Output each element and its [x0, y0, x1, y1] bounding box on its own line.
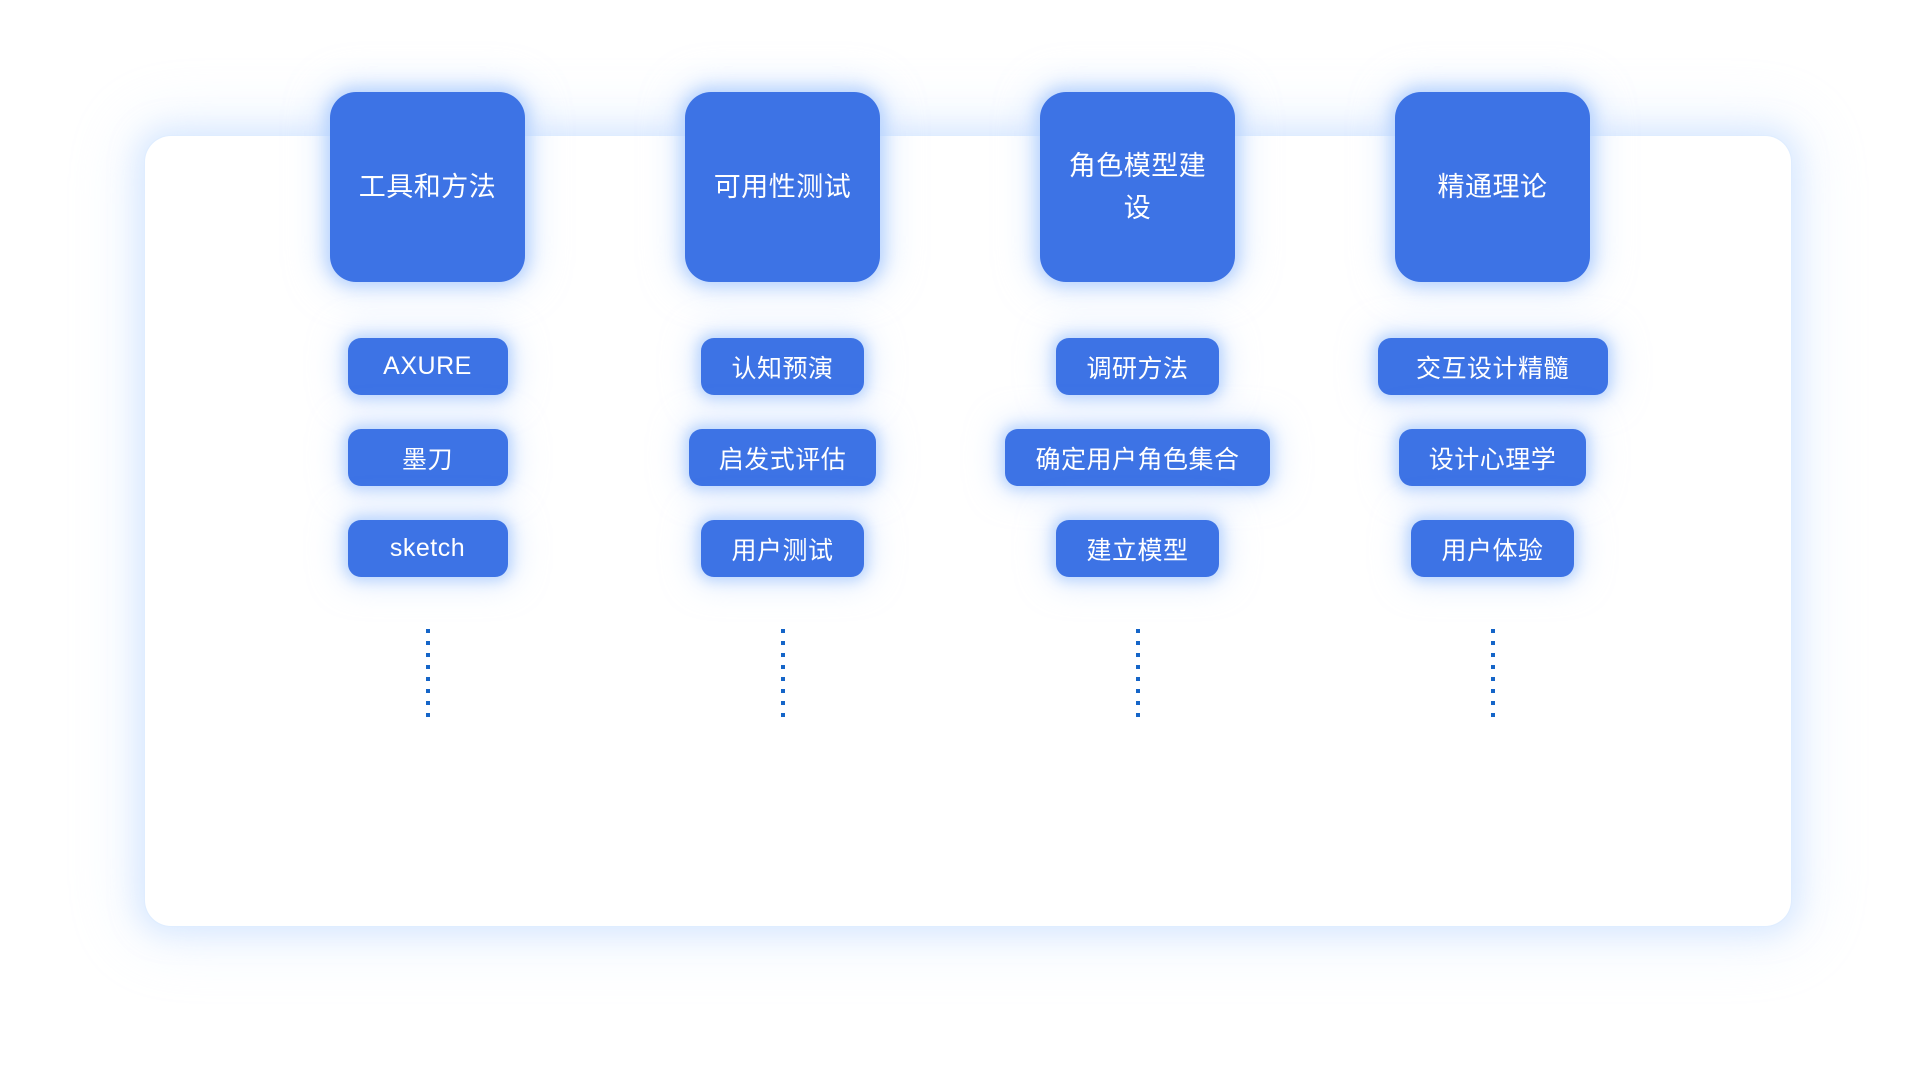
- dot: [1490, 677, 1495, 681]
- dot: [780, 653, 785, 657]
- dot: [425, 629, 430, 633]
- category-column-4: 精通理论 交互设计精髓 设计心理学 用户体验: [1315, 0, 1670, 717]
- list-item[interactable]: AXURE: [347, 338, 508, 395]
- dot: [1490, 713, 1495, 717]
- category-header-card-4[interactable]: 精通理论: [1395, 92, 1590, 282]
- dot: [1135, 677, 1140, 681]
- list-item[interactable]: 设计心理学: [1398, 429, 1587, 486]
- vertical-ellipsis-icon-4: [1490, 629, 1495, 717]
- dot: [780, 677, 785, 681]
- item-list-3: 调研方法 确定用户角色集合 建立模型: [1005, 338, 1270, 577]
- dot: [425, 641, 430, 645]
- list-item[interactable]: 调研方法: [1056, 338, 1219, 395]
- vertical-ellipsis-icon-2: [780, 629, 785, 717]
- dot: [780, 713, 785, 717]
- category-column-3: 角色模型建设 调研方法 确定用户角色集合 建立模型: [960, 0, 1315, 717]
- item-list-2: 认知预演 启发式评估 用户测试: [688, 338, 877, 577]
- dot: [1135, 665, 1140, 669]
- dot: [1135, 653, 1140, 657]
- list-item[interactable]: 启发式评估: [688, 429, 877, 486]
- list-item[interactable]: sketch: [347, 520, 508, 577]
- dot: [780, 629, 785, 633]
- item-list-1: AXURE 墨刀 sketch: [347, 338, 508, 577]
- category-column-2: 可用性测试 认知预演 启发式评估 用户测试: [605, 0, 960, 717]
- list-item[interactable]: 交互设计精髓: [1377, 338, 1608, 395]
- dot: [1135, 689, 1140, 693]
- list-item[interactable]: 墨刀: [347, 429, 508, 486]
- dot: [1135, 713, 1140, 717]
- category-column-1: 工具和方法 AXURE 墨刀 sketch: [250, 0, 605, 717]
- dot: [1490, 689, 1495, 693]
- dot: [425, 665, 430, 669]
- dot: [1490, 641, 1495, 645]
- vertical-ellipsis-icon-3: [1135, 629, 1140, 717]
- dot: [425, 701, 430, 705]
- dot: [780, 665, 785, 669]
- dot: [1135, 641, 1140, 645]
- category-header-card-1[interactable]: 工具和方法: [330, 92, 525, 282]
- dot: [1490, 665, 1495, 669]
- category-header-card-3[interactable]: 角色模型建设: [1040, 92, 1235, 282]
- list-item[interactable]: 认知预演: [701, 338, 864, 395]
- dot: [780, 689, 785, 693]
- item-list-4: 交互设计精髓 设计心理学 用户体验: [1377, 338, 1608, 577]
- dot: [1135, 701, 1140, 705]
- dot: [425, 677, 430, 681]
- dot: [1490, 701, 1495, 705]
- list-item[interactable]: 用户体验: [1411, 520, 1574, 577]
- dot: [780, 641, 785, 645]
- dot: [1135, 629, 1140, 633]
- dot: [425, 653, 430, 657]
- vertical-ellipsis-icon-1: [425, 629, 430, 717]
- dot: [425, 713, 430, 717]
- list-item[interactable]: 用户测试: [701, 520, 864, 577]
- list-item[interactable]: 确定用户角色集合: [1005, 429, 1270, 486]
- list-item[interactable]: 建立模型: [1056, 520, 1219, 577]
- dot: [780, 701, 785, 705]
- dot: [425, 689, 430, 693]
- dot: [1490, 653, 1495, 657]
- dot: [1490, 629, 1495, 633]
- category-header-card-2[interactable]: 可用性测试: [685, 92, 880, 282]
